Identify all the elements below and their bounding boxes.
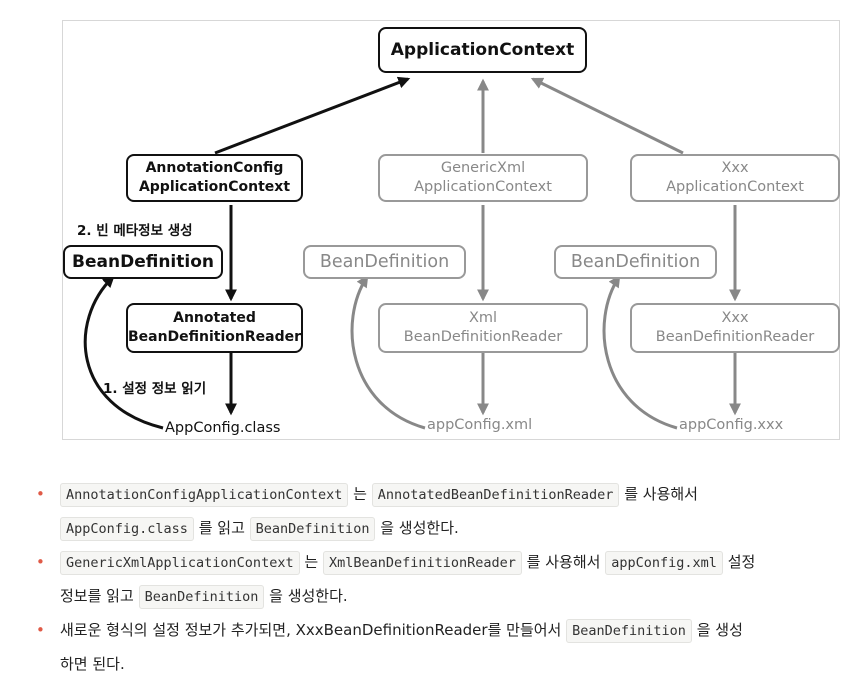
- inline-code: BeanDefinition: [138, 585, 265, 609]
- annotation-ctx-line1: AnnotationConfig: [145, 160, 284, 176]
- xxx-ctx-line1: Xxx: [721, 160, 749, 176]
- bean-def-2-label: BeanDefinition: [319, 251, 450, 272]
- description-list: • AnnotationConfigApplicationContext 는 A…: [36, 478, 836, 681]
- annotated-reader-box: Annotated BeanDefinitionReader: [126, 303, 303, 353]
- bean-definition-box-3: BeanDefinition: [554, 245, 717, 279]
- inline-code: appConfig.xml: [605, 551, 723, 575]
- application-context-box: ApplicationContext: [378, 27, 587, 73]
- inline-code: BeanDefinition: [566, 619, 692, 643]
- xxx-context-box: Xxx ApplicationContext: [630, 154, 840, 202]
- inline-code: GenericXmlApplicationContext: [60, 551, 300, 575]
- bean-def-1-label: BeanDefinition: [72, 251, 214, 272]
- list-item: • GenericXmlApplicationContext 는 XmlBean…: [36, 546, 836, 614]
- inline-code: AnnotatedBeanDefinitionReader: [371, 483, 620, 507]
- list-item: • 새로운 형식의 설정 정보가 추가되면, XxxBeanDefinition…: [36, 614, 836, 681]
- list-text: 을 생성한다.: [269, 587, 348, 605]
- bean-definition-box-1: BeanDefinition: [63, 245, 223, 279]
- appconfig-class-label: AppConfig.class: [165, 420, 281, 436]
- list-text: 을 생성: [696, 621, 743, 639]
- list-text: 를 읽고: [198, 519, 245, 537]
- xxx-reader-line2: BeanDefinitionReader: [655, 329, 815, 345]
- xml-reader-line2: BeanDefinitionReader: [403, 329, 563, 345]
- generic-xml-context-box: GenericXml ApplicationContext: [378, 154, 588, 202]
- list-text: 하면 된다.: [60, 655, 125, 673]
- list-text: 을 생성한다.: [380, 519, 459, 537]
- arrow-annotation-to-appcontext: [214, 76, 411, 155]
- xxx-reader-box: Xxx BeanDefinitionReader: [630, 303, 840, 353]
- xml-reader-box: Xml BeanDefinitionReader: [378, 303, 588, 353]
- curve-appconfig-class-to-beandef: [83, 275, 164, 430]
- annotated-reader-line2: BeanDefinitionReader: [127, 329, 302, 345]
- application-context-label: ApplicationContext: [390, 39, 575, 60]
- inline-code: BeanDefinition: [249, 517, 376, 541]
- list-item: • AnnotationConfigApplicationContext 는 A…: [36, 478, 836, 546]
- generic-ctx-line1: GenericXml: [440, 160, 526, 176]
- list-text: 정보를 읽고: [60, 587, 134, 605]
- appconfig-xxx-label: appConfig.xxx: [679, 417, 784, 433]
- bean-definition-box-2: BeanDefinition: [303, 245, 466, 279]
- bullet-icon: •: [36, 553, 45, 571]
- appconfig-xml-label: appConfig.xml: [427, 417, 533, 433]
- inline-code: AppConfig.class: [60, 517, 194, 541]
- list-text: 를 사용해서: [526, 553, 601, 571]
- annotation-ctx-line2: ApplicationContext: [138, 179, 291, 195]
- list-text: 는: [353, 485, 367, 503]
- xxx-ctx-line2: ApplicationContext: [666, 179, 804, 195]
- step1-label: 1. 설정 정보 읽기: [103, 381, 207, 397]
- inline-code: XmlBeanDefinitionReader: [322, 551, 522, 575]
- list-text: 는: [304, 553, 319, 571]
- annotation-config-context-box: AnnotationConfig ApplicationContext: [126, 154, 303, 202]
- curve-appconfig-xml-to-beandef: [350, 274, 426, 430]
- list-text: 새로운 형식의 설정 정보가 추가되면, XxxBeanDefinitionRe…: [60, 621, 562, 639]
- diagram-connectors: [83, 76, 741, 430]
- list-text: 설정: [727, 553, 756, 571]
- step2-label: 2. 빈 메타정보 생성: [77, 223, 193, 239]
- bullet-icon: •: [36, 621, 45, 639]
- annotated-reader-line1: Annotated: [173, 310, 256, 326]
- diagram-figure: ApplicationContext AnnotationConfig Appl…: [62, 20, 840, 440]
- list-text: 를 사용해서: [624, 485, 698, 503]
- xml-reader-line1: Xml: [468, 310, 498, 326]
- arrow-xxx-to-appcontext: [530, 77, 684, 155]
- generic-ctx-line2: ApplicationContext: [414, 179, 552, 195]
- curve-appconfig-xxx-to-beandef: [602, 274, 678, 430]
- inline-code: AnnotationConfigApplicationContext: [60, 483, 349, 507]
- bean-def-3-label: BeanDefinition: [570, 251, 701, 272]
- xxx-reader-line1: Xxx: [721, 310, 749, 326]
- bullet-icon: •: [36, 485, 45, 503]
